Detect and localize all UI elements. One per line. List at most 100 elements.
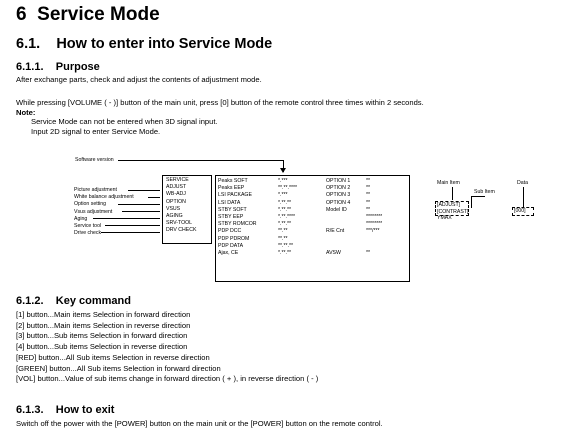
option-item-name [326, 236, 350, 243]
menu-item: SERVICE [166, 177, 189, 183]
key-command-line: [4] button...Sub items Selection in reve… [16, 342, 188, 352]
sub-item-pointer [471, 196, 472, 208]
key-command-title: Key command [55, 295, 131, 307]
version-item-value: *.**.** [278, 250, 291, 257]
software-version-arrow [280, 168, 286, 173]
version-col-values: *.*** **.**.**** *.*** *.**.** *.**.** *… [278, 178, 297, 257]
purpose-title: Purpose [55, 61, 100, 73]
key-command-line: [RED] button...All Sub items Selection i… [16, 352, 210, 362]
option-item-value: ** [366, 199, 371, 206]
version-item-value: **.** [278, 228, 288, 235]
option-item-value: ** [366, 178, 371, 184]
version-item-value: *.**.**** [278, 214, 296, 221]
key-command-line: [2] button...Main items Selection in rev… [16, 320, 191, 330]
version-item-name: PDP DCC [218, 228, 242, 235]
version-item-value: *.**.** [278, 221, 291, 228]
data-label: Data [517, 180, 528, 186]
version-item-name: PDP DATA [218, 242, 244, 249]
option-item-name: OPTION 1 [326, 178, 351, 184]
chapter-title-text: Service Mode [37, 4, 160, 25]
main-sub-dash-box [435, 201, 469, 216]
version-item-name: STBY EEP [218, 214, 244, 221]
version-col-names: Peaks SOFT Peaks EEP LSI PACKAGE LSI DAT… [218, 178, 257, 257]
arrow-line [93, 218, 160, 219]
instruction-line: While pressing [VOLUME ( - )] button of … [16, 98, 424, 107]
screen-data-value: [000] [514, 208, 526, 214]
exit-heading: 6.1.3. How to exit [16, 404, 114, 416]
chapter-title: 6 Service Mode [16, 4, 160, 26]
section-number: 6.1. [16, 36, 41, 52]
option-col-names: OPTION 1 OPTION 2 OPTION 3 OPTION 4 Mode… [326, 178, 350, 257]
key-command-line: [3] button...Sub items Selection in forw… [16, 331, 188, 341]
menu-item: OPTION [166, 198, 186, 205]
software-version-drop [283, 160, 284, 172]
version-item-value: **.**.** [278, 242, 293, 249]
arrow-line [148, 197, 160, 198]
arrow-line [105, 225, 160, 226]
option-item-value: ** [366, 192, 371, 199]
data-dash-box [512, 207, 534, 216]
exit-number: 6.1.3. [16, 404, 44, 416]
key-command-number: 6.1.2. [16, 295, 44, 307]
version-item-value: *.*** [278, 192, 288, 199]
function-label: Picture adjustment [74, 187, 117, 193]
main-item-pointer [452, 187, 453, 200]
option-item-name [326, 243, 350, 250]
option-item-name: OPTION 4 [326, 199, 351, 206]
function-label: White balance adjustment [74, 194, 134, 201]
sub-item-label: Sub Item [474, 189, 495, 195]
function-label: Aging [74, 215, 88, 222]
version-item-name: Peaks EEP [218, 185, 245, 192]
main-item-label: Main Item [437, 180, 460, 186]
option-item-value [366, 236, 382, 243]
option-item-name [326, 214, 350, 221]
function-label: Drive check [74, 230, 102, 237]
option-item-value: ** [366, 250, 371, 257]
option-item-value: ******** [366, 214, 383, 221]
version-item-value: **.** [278, 235, 288, 242]
arrow-line [118, 204, 160, 205]
option-item-name: OPTION 2 [326, 185, 351, 192]
option-item-name: R/E Cnt [326, 228, 345, 235]
menu-item: WB-ADJ [166, 191, 186, 198]
option-item-value: ******** [366, 221, 383, 228]
software-version-label: Software version [75, 157, 114, 163]
version-info-box: Peaks SOFT Peaks EEP LSI PACKAGE LSI DAT… [215, 175, 410, 282]
sub-item-pointer-h [471, 196, 485, 197]
menu-item: AGING [166, 213, 183, 220]
version-item-name: Peaks SOFT [218, 178, 248, 184]
version-item-value: *.*** [278, 178, 288, 184]
option-item-name [326, 221, 350, 228]
key-command-line: [1] button...Main items Selection in for… [16, 310, 191, 319]
menu-item: VSUS [166, 205, 181, 212]
version-item-value: *.**.** [278, 199, 291, 206]
screen-line: YMAX [437, 215, 452, 222]
key-command-list: [1] button...Main items Selection in for… [16, 310, 318, 385]
screen-line: [CONTRAST] [437, 208, 469, 215]
service-menu-items: SERVICE ADJUST WB-ADJ OPTION VSUS AGING … [166, 177, 196, 235]
version-item-value: **.**.**** [278, 185, 298, 192]
function-labels: Picture adjustment White balance adjustm… [74, 187, 134, 237]
function-label: Vsus adjustment [74, 208, 113, 215]
option-item-value: ** [366, 206, 371, 213]
key-command-heading: 6.1.2. Key command [16, 295, 131, 307]
function-label: Service tool [74, 223, 102, 230]
note-label: Note: [16, 108, 36, 117]
menu-item: ADJUST [166, 184, 187, 191]
version-item-value: *.**.** [278, 206, 291, 213]
data-pointer [523, 187, 524, 207]
software-version-line [118, 160, 283, 161]
purpose-number: 6.1.1. [16, 61, 44, 73]
option-item-value [366, 243, 382, 250]
screen-lines: [ADJUST] [CONTRAST] YMAX [437, 202, 468, 222]
screen-line: [ADJUST] [437, 202, 461, 208]
key-command-line: [VOL] button...Value of sub items change… [16, 374, 319, 384]
arrow-line [101, 232, 160, 233]
option-item-name: Model ID [326, 206, 347, 213]
option-col-values: ** ** ** ** ** ******** ******** ***/***… [366, 178, 382, 257]
menu-item: SRV-TOOL [166, 220, 193, 227]
key-command-line: [GREEN] button...All Sub items Selection… [16, 363, 221, 373]
purpose-text: After exchange parts, check and adjust t… [16, 75, 262, 84]
arrow-line [122, 211, 160, 212]
note-line-2: Input 2D signal to enter Service Mode. [31, 127, 161, 136]
